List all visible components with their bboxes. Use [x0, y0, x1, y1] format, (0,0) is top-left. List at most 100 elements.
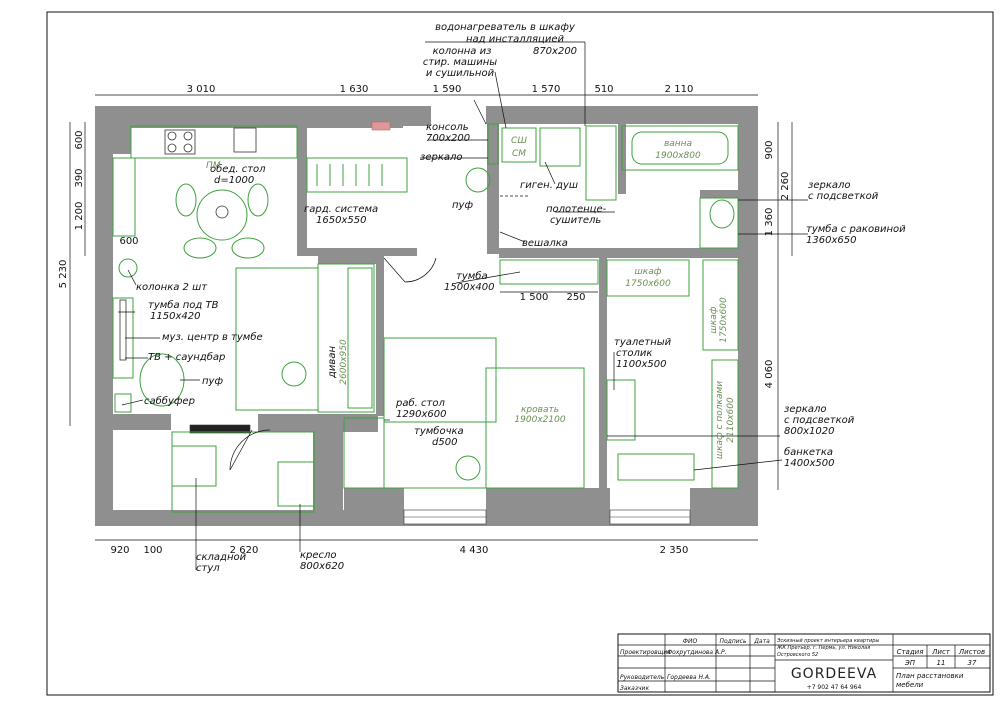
label-wardrobe-b-1: шкаф: [709, 306, 719, 333]
dim-bottom-4: 4 430: [460, 545, 489, 556]
label-wardrobe-b-2: 1750x600: [719, 297, 729, 343]
label-mirror-bath-2: с подсветкой: [808, 191, 879, 202]
label-tumba-hall-1: тумба: [456, 270, 488, 282]
tb-col-fio: ФИО: [683, 638, 698, 645]
label-mirror-bath-1: зеркало: [808, 180, 851, 191]
tb-lead-name: Гордеева Н.А.: [667, 674, 711, 681]
label-sofa-2: 2600x950: [339, 339, 349, 385]
tb-project-desc-1: Эскизный проект интерьера квартиры: [776, 638, 879, 644]
tb-brand: GORDEEVA: [791, 666, 877, 682]
label-sink-stand-1: тумба с раковиной: [806, 223, 906, 235]
label-console-1: консоль: [426, 122, 469, 133]
dim-bottom-3: 2 620: [230, 545, 259, 556]
label-desk-1: раб. стол: [395, 397, 445, 409]
tb-sheet-label: Лист: [931, 648, 951, 656]
label-sink-stand-2: 1360x650: [806, 235, 856, 246]
tb-sheet-title-1: План расстановки: [896, 672, 964, 680]
label-hanger: вешалка: [522, 238, 568, 249]
dim-bottom-2: 100: [143, 545, 162, 556]
label-pouf-hall: пуф: [452, 200, 473, 211]
label-tv-stand-1: тумба под ТВ: [148, 299, 219, 311]
label-bed-1: кровать: [521, 405, 559, 415]
tb-sheets-label: Листов: [958, 648, 985, 656]
label-wardrobe-system-1: гард. система: [304, 204, 378, 215]
label-wardrobe-a-1: шкаф: [635, 267, 662, 277]
label-hob-mark: ПМ: [206, 161, 221, 171]
dim-bottom-5: 2 350: [660, 545, 689, 556]
dim-bottom-1: 920: [110, 545, 129, 556]
label-folding-chair-1: складной: [196, 552, 247, 563]
sheet-border: [46, 11, 994, 696]
label-washer-1: СШ: [511, 136, 527, 146]
label-folding-chair-2: стул: [196, 563, 220, 574]
label-water-heater-1: водонагреватель в шкафу: [435, 22, 576, 33]
label-desk-2: 1290x600: [396, 409, 446, 420]
label-tv-soundbar: ТВ + саундбар: [148, 351, 225, 363]
dim-top-3: 1 590: [433, 84, 462, 95]
label-bench-1: банкетка: [784, 446, 833, 458]
label-bath-2: 1900x800: [655, 151, 701, 161]
label-bed-2: 1900x2100: [514, 415, 565, 425]
title-block: ФИО Подпись Дата Проектировщик Фохрутдин…: [617, 633, 991, 693]
dim-top-5: 510: [594, 84, 613, 95]
dim-left-1: 600: [74, 130, 85, 149]
dim-top-4: 1 570: [532, 84, 561, 95]
label-speakers: колонка 2 шт: [136, 282, 208, 293]
label-column-2: стир. машины: [423, 57, 497, 68]
dim-left-3: 1 200: [74, 202, 85, 231]
tb-sheets: 37: [968, 659, 977, 667]
label-mirror-bed-1: зеркало: [784, 404, 827, 415]
tb-project-desc-2: ЖК Претьер, г. Пермь, ул. Николая: [776, 645, 870, 651]
label-mirror-hall: зеркало: [420, 152, 463, 163]
dim-inner-600: 600: [119, 236, 138, 247]
tb-stage-label: Стадия: [897, 648, 924, 656]
label-dining-table-2: d=1000: [214, 175, 254, 186]
label-armchair-2: 800x620: [300, 561, 344, 572]
dim-right-3: 1 360: [764, 208, 775, 237]
tb-col-date: Дата: [753, 638, 770, 645]
tb-project-desc-3: Островского 52: [777, 652, 818, 658]
label-hygienic-shower: гиген. душ: [520, 180, 578, 191]
furniture: [112, 123, 739, 513]
label-tv-stand-2: 1150x420: [150, 311, 200, 322]
label-sofa-1: диван: [327, 346, 338, 379]
label-nightstand-2: d500: [432, 437, 457, 448]
label-nightstand-1: тумбочка: [414, 425, 464, 437]
label-pouf-living: пуф: [202, 376, 223, 387]
label-towel-dryer-1: полотенце-: [546, 204, 607, 215]
label-mirror-bed-2: с подсветкой: [784, 415, 855, 426]
label-wardrobe-a-2: 1750x600: [625, 279, 671, 289]
tb-sheet: 11: [937, 659, 946, 667]
dim-right-1: 900: [764, 140, 775, 159]
dim-inner-250: 250: [566, 292, 585, 303]
tb-client-role: Заказчик: [620, 685, 649, 692]
label-wardrobe-system-2: 1650x550: [316, 215, 366, 226]
label-console-2: 700x200: [426, 133, 470, 144]
label-tumba-hall-2: 1500x400: [444, 282, 494, 293]
label-vanity-3: 1100x500: [616, 359, 666, 370]
dim-top-6: 2 110: [665, 84, 694, 95]
dim-left-2: 390: [74, 168, 85, 187]
tb-designer-role: Проектировщик: [620, 649, 671, 656]
dim-right-4: 4 060: [764, 360, 775, 389]
label-bench-2: 1400x500: [784, 458, 834, 469]
label-column-3: и сушильной: [426, 68, 495, 79]
label-music-center: муз. центр в тумбе: [162, 331, 263, 343]
label-mirror-bed-3: 800x1020: [784, 426, 834, 437]
dim-top-1: 3 010: [187, 84, 216, 95]
label-water-heater-3: 870x200: [533, 46, 577, 57]
tb-stage: ЭП: [904, 659, 916, 667]
label-armchair-1: кресло: [300, 550, 337, 561]
tb-phone: +7 902 47 64 964: [807, 684, 862, 691]
label-washer-2: СМ: [512, 149, 526, 159]
tb-col-sign: Подпись: [720, 638, 747, 645]
label-towel-dryer-2: сушитель: [550, 215, 601, 226]
label-subwoofer: саббуфер: [144, 395, 195, 407]
dim-top-2: 1 630: [340, 84, 369, 95]
label-water-heater-2: над инсталляцией: [466, 34, 565, 45]
label-vanity-2: столик: [616, 348, 652, 359]
label-vanity-1: туалетный: [614, 337, 672, 348]
tb-designer-name: Фохрутдинова А.Р.: [667, 649, 727, 656]
label-shelf-cabinet-2: 2110x600: [726, 397, 736, 443]
